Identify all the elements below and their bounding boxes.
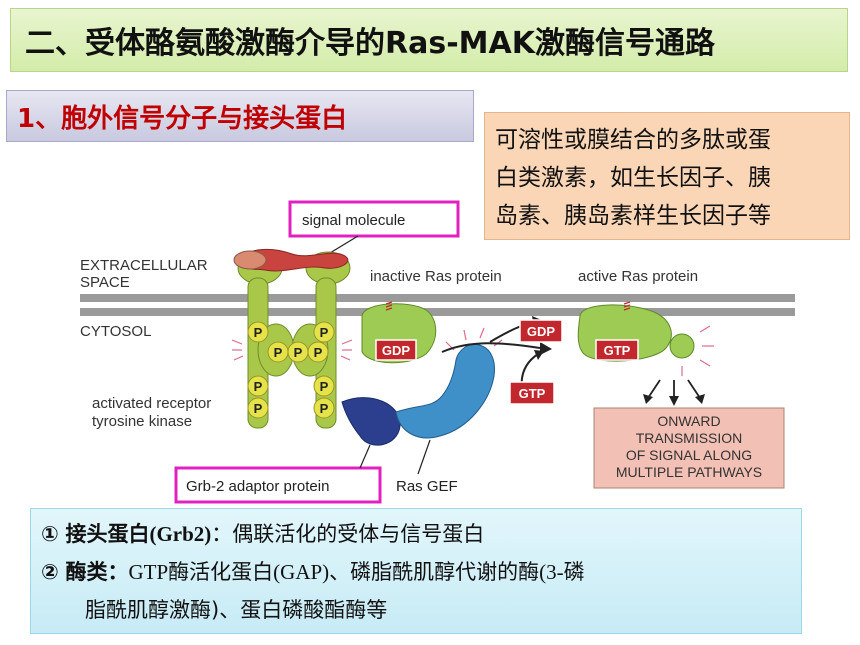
note-line-3: 岛素、胰岛素样生长因子等 (495, 203, 771, 229)
gdp-released-label: GDP (527, 324, 556, 339)
grb2-pointer (359, 444, 371, 469)
point-1: ① 接头蛋白(Grb2)：偶联活化的受体与信号蛋白 (41, 515, 791, 553)
note-box: 可溶性或膜结合的多肽或蛋 白类激素，如生长因子、胰 岛素、胰岛素样生长因子等 (484, 112, 850, 240)
receptor-label-2: tyrosine kinase (92, 413, 192, 430)
onward-line-1: ONWARD (657, 413, 720, 429)
cytosol-label: CYTOSOL (80, 323, 151, 340)
point-2: ② 酶类：GTP酶活化蛋白(GAP)、磷脂酰肌醇代谢的酶(3-磷 (41, 553, 791, 591)
signal-molecule-label: signal molecule (302, 212, 405, 229)
gtp-active-label: GTP (604, 343, 631, 358)
phosphate-circle (313, 321, 335, 343)
onward-transmission-box (593, 407, 785, 489)
page-title-text: 二、受体酪氨酸激酶介导的Ras-MAK激酶信号通路 (25, 26, 715, 61)
ras-gef-label: Ras GEF (396, 478, 458, 495)
receptor-label: activated receptor (92, 395, 211, 412)
ras-gef-protein (395, 343, 495, 439)
point-1-number: ① (41, 522, 59, 546)
point-1-text: ：偶联活化的受体与信号蛋白 (211, 522, 485, 546)
active-ras-rays (681, 325, 714, 376)
ras-pathway-diagram: EXTRACELLULAR SPACE CYTOSOL signal molec… (80, 200, 795, 504)
phosphate-label: P (320, 325, 329, 340)
active-ras-lobe (669, 333, 695, 359)
grb2-label-box (174, 466, 382, 504)
grb2-label: Grb-2 adaptor protein (186, 478, 329, 495)
phosphate-label: P (314, 345, 323, 360)
grb2-adaptor-protein (341, 397, 401, 446)
point-2-text-d: 磷 (563, 560, 585, 584)
point-2-text-b: 、磷脂酰肌醇代谢的酶 (329, 560, 540, 584)
phosphate-circle (247, 375, 269, 397)
point-2-gtp: GTP (128, 560, 169, 584)
exchange-arrow (441, 342, 541, 353)
phosphate-circle (247, 397, 269, 419)
active-ras-anchor (623, 301, 631, 311)
phosphate-circle (313, 397, 335, 419)
phosphate-label: P (320, 379, 329, 394)
phosphate-label: P (254, 401, 263, 416)
note-line-2: 白类激素，如生长因子、胰 (495, 165, 771, 191)
phosphate-label: P (294, 345, 303, 360)
section-heading: 1、胞外信号分子与接头蛋白 (6, 90, 474, 142)
phosphate-circle (313, 375, 335, 397)
extracellular-label: EXTRACELLULAR (80, 257, 208, 274)
gtp-tag-incoming (509, 381, 555, 405)
phosphate-label: P (320, 401, 329, 416)
gdp-label: GDP (382, 343, 411, 358)
page-title: 二、受体酪氨酸激酶介导的Ras-MAK激酶信号通路 (10, 8, 848, 72)
point-2-heading: 酶类： (65, 560, 129, 584)
phosphate-label: P (254, 379, 263, 394)
onward-line-4: MULTIPLE PATHWAYS (616, 464, 762, 480)
gdp-tag-inactive (375, 339, 417, 361)
signal-molecule-box (288, 200, 460, 238)
membrane-outer-layer (80, 294, 795, 302)
point-2-line-2: 脂酰肌醇激酶)、蛋白磷酸酯酶等 (85, 598, 388, 622)
gtp-binding-arrowhead (534, 350, 544, 360)
phosphate-circle (307, 341, 329, 363)
membrane-inner-layer (80, 308, 795, 316)
gdp-tag-released (519, 319, 563, 343)
signal-molecule-tail (233, 250, 267, 270)
gtp-tag-active (595, 339, 639, 361)
active-ras-label: active Ras protein (578, 268, 698, 285)
extracellular-label-2: SPACE (80, 274, 130, 291)
note-line-1: 可溶性或膜结合的多肽或蛋 (495, 127, 771, 153)
point-1-heading: 接头蛋白 (65, 522, 150, 546)
phosphate-label: P (254, 325, 263, 340)
activation-rays (231, 339, 353, 361)
point-2-text-c: (3- (539, 560, 564, 584)
point-2-gap: (GAP) (273, 560, 330, 584)
point-1-abbrev: (Grb2) (149, 522, 212, 546)
signal-molecule (237, 249, 349, 272)
onward-line-2: TRANSMISSION (636, 430, 743, 446)
key-points-box: ① 接头蛋白(Grb2)：偶联活化的受体与信号蛋白 ② 酶类：GTP酶活化蛋白(… (30, 508, 802, 634)
section-heading-text: 1、胞外信号分子与接头蛋白 (17, 103, 348, 134)
gtp-incoming-label: GTP (519, 386, 546, 401)
inactive-ras-anchor (385, 301, 393, 311)
point-2-text-a: 酶活化蛋白 (168, 560, 274, 584)
phosphate-circle (247, 321, 269, 343)
downstream-arrowheads (643, 394, 705, 406)
onward-line-3: OF SIGNAL ALONG (626, 447, 752, 463)
point-2-number: ② (41, 560, 59, 584)
inactive-ras-label: inactive Ras protein (370, 268, 502, 285)
phosphate-label: P (274, 345, 283, 360)
ras-gef-pointer (417, 439, 431, 475)
